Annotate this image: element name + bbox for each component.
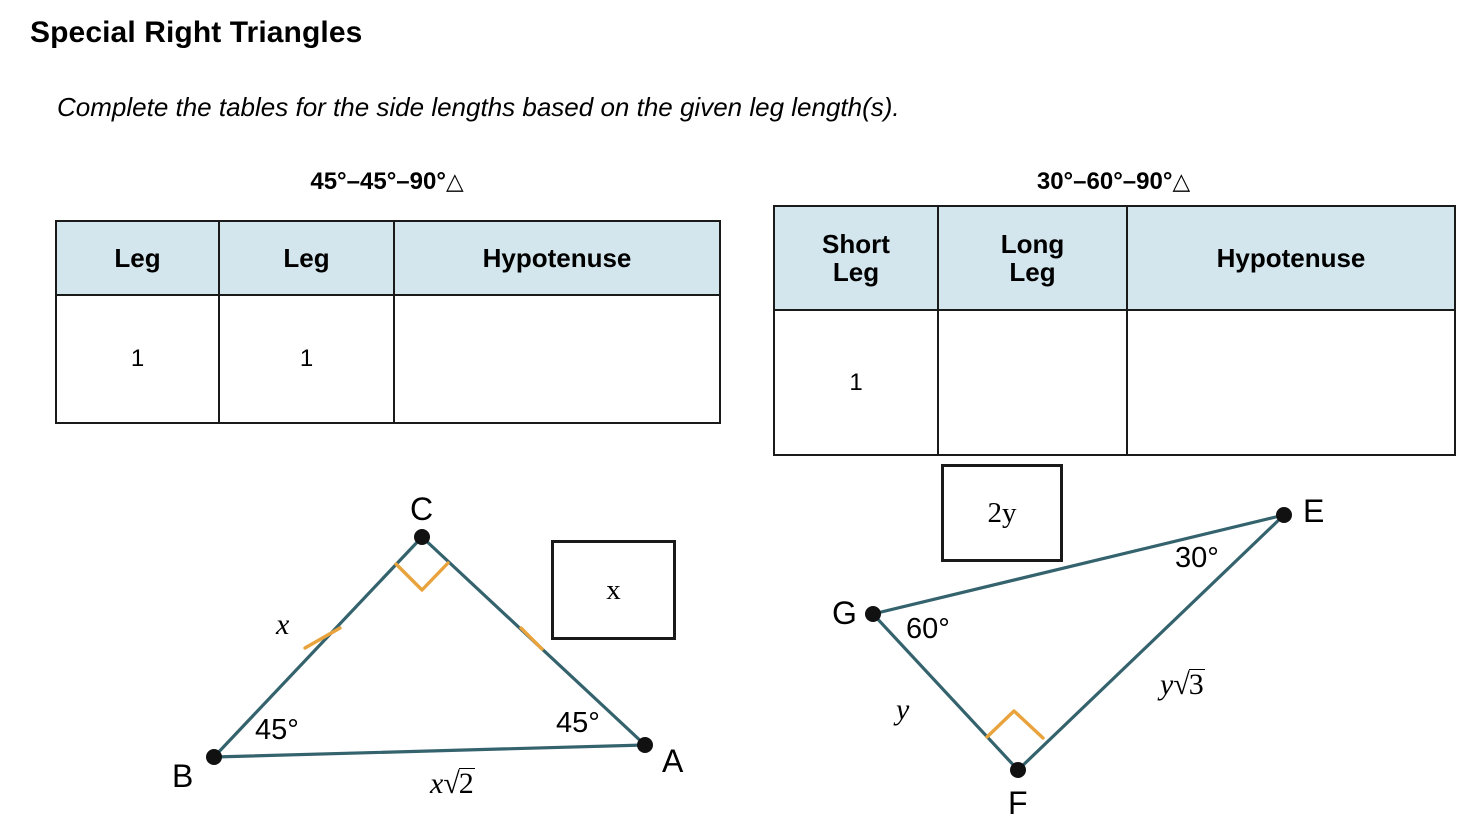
side-label-bc-x: x [276, 608, 290, 641]
vertex-dot-f [1010, 762, 1026, 778]
congruence-tick-ac-icon [519, 626, 544, 651]
vertex-label-a: A [662, 743, 684, 779]
table-45-45-90: Leg Leg Hypotenuse 1 1 [55, 220, 721, 424]
vertex-label-b: B [172, 758, 194, 794]
right-angle-mark-c-icon [394, 561, 450, 592]
cell-hypotenuse-value[interactable] [393, 294, 721, 424]
radicand-3: 3 [1188, 668, 1205, 701]
answer-box-2y-value: 2y [987, 496, 1017, 529]
vertex-label-c: C [410, 491, 434, 527]
vertex-label-f: F [1008, 785, 1028, 821]
angle-label-a-45: 45° [556, 707, 600, 739]
cell-short-leg-value[interactable]: 1 [773, 309, 939, 456]
cell-leg-2-value[interactable]: 1 [218, 294, 395, 424]
table-caption-45-45-90: 45°–45°–90°△ [55, 168, 719, 196]
vertex-dot-a [637, 737, 653, 753]
long-leg-line-2: Leg [1009, 257, 1056, 287]
long-leg-line-1: Long [1000, 228, 1065, 259]
answer-box-x-value: x [606, 573, 621, 606]
vertex-dot-b [206, 749, 222, 765]
triangle-glyph-icon-left: △ [445, 168, 464, 194]
vertex-dot-g [865, 606, 881, 622]
caption-text-right: 30°–60°–90° [1036, 168, 1173, 195]
page-title: Special Right Triangles [30, 16, 363, 49]
triangle-glyph-icon-right: △ [1172, 168, 1191, 194]
cell-leg-1-value[interactable]: 1 [55, 294, 220, 424]
side-label-fe-long-leg: y√3 [1160, 669, 1205, 700]
angle-label-b-45: 45° [255, 714, 299, 746]
right-angle-mark-f-icon [985, 709, 1045, 740]
radicand-2: 2 [458, 767, 475, 800]
table-header-row: Leg Leg Hypotenuse [55, 220, 721, 296]
long-leg-coefficient: y [1160, 668, 1174, 701]
side-label-gf-y: y [896, 693, 910, 726]
table-row: 1 1 [55, 294, 721, 424]
column-header-long-leg: Long Leg [937, 205, 1128, 311]
vertex-dot-e [1276, 507, 1292, 523]
angle-label-g-60: 60° [906, 613, 950, 645]
answer-box-2y[interactable]: 2y [941, 464, 1063, 562]
answer-box-x[interactable]: x [551, 540, 676, 640]
table-row: 1 [773, 309, 1456, 456]
radical-icon-sqrt3: √3 [1173, 668, 1205, 701]
angle-label-e-30: 30° [1175, 542, 1219, 574]
column-header-leg-1: Leg [55, 220, 220, 296]
column-header-hypotenuse: Hypotenuse [1126, 205, 1456, 311]
table-30-60-90: Short Leg Long Leg Hypotenuse 1 [773, 205, 1456, 456]
column-header-hypotenuse: Hypotenuse [393, 220, 721, 296]
hyp-coefficient: x [430, 767, 444, 800]
column-header-leg-2: Leg [218, 220, 395, 296]
vertex-dot-c [414, 529, 430, 545]
column-header-short-leg: Short Leg [773, 205, 939, 311]
table-caption-30-60-90: 30°–60°–90°△ [773, 168, 1454, 196]
vertex-label-e: E [1303, 493, 1325, 529]
cell-hypotenuse-value[interactable] [1126, 309, 1456, 456]
table-header-row: Short Leg Long Leg Hypotenuse [773, 205, 1456, 311]
short-leg-line-2: Leg [832, 257, 880, 287]
page-subtitle: Complete the tables for the side lengths… [57, 92, 900, 122]
side-label-ba-hypotenuse: x√2 [430, 768, 475, 799]
caption-text-left: 45°–45°–90° [310, 168, 446, 195]
vertex-label-g: G [832, 595, 857, 631]
short-leg-line-1: Short [822, 228, 890, 259]
radical-icon-sqrt2: √2 [443, 767, 475, 800]
congruence-tick-bc-icon [303, 626, 342, 650]
cell-long-leg-value[interactable] [937, 309, 1128, 456]
